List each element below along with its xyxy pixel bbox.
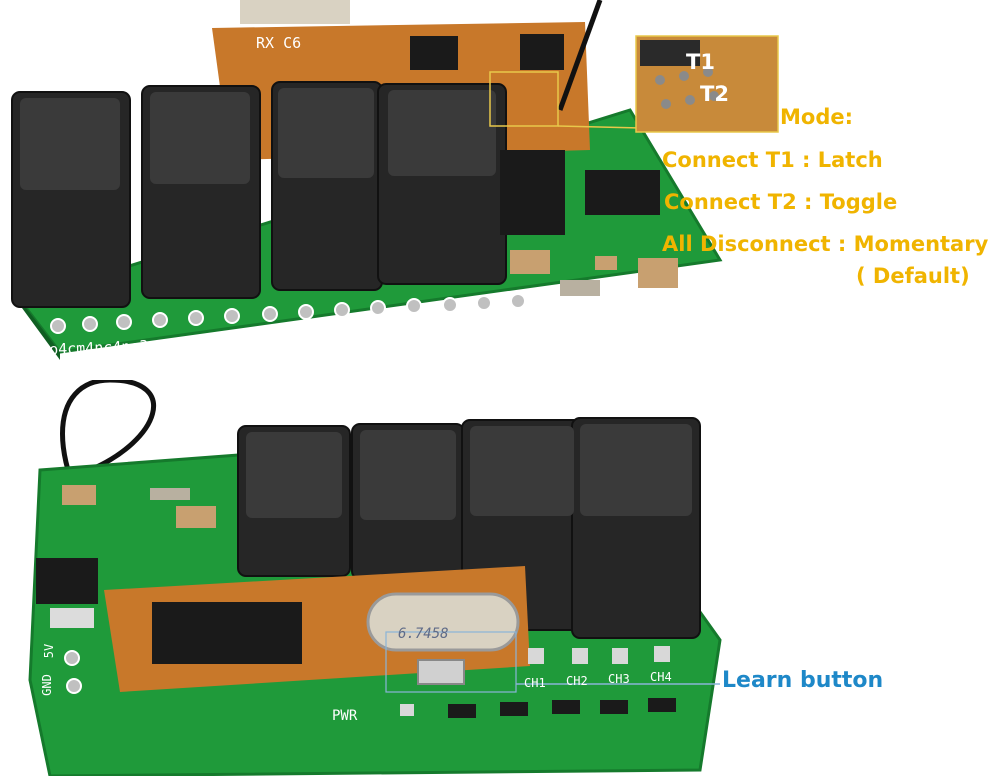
ch3-label: CH3	[608, 672, 630, 686]
mode-toggle-text: Connect T2 : Toggle	[664, 190, 898, 214]
mode-heading: Mode:	[780, 105, 853, 129]
mode-default-text: ( Default)	[856, 264, 970, 288]
learn-button-label: Learn button	[722, 668, 884, 693]
bottom-board-photo: 6.7458 Learn button PWR CH1 CH2 CH3 CH4 …	[0, 380, 1000, 776]
inset-t2-label: T2	[700, 82, 729, 106]
ch1-label: CH1	[524, 676, 546, 690]
rx-module-label: RX C6	[256, 34, 302, 52]
5v-label: 5V	[42, 643, 57, 659]
top-board-photo: RX C6 T1 T2 Mode: Connect T1 : Latch Con…	[0, 0, 1000, 372]
ch2-label: CH2	[566, 674, 588, 688]
top-board-drawing	[11, 0, 779, 360]
pwr-label: PWR	[332, 708, 358, 724]
ch4-label: CH4	[650, 670, 672, 684]
gnd-label: GND	[39, 674, 54, 696]
mode-momentary-text: All Disconnect : Momentary	[662, 232, 989, 256]
crystal-label: 6.7458	[398, 626, 449, 642]
inset-t1-label: T1	[686, 50, 715, 74]
bottom-board-drawing	[28, 380, 722, 776]
mode-latch-text: Connect T1 : Latch	[662, 148, 883, 172]
